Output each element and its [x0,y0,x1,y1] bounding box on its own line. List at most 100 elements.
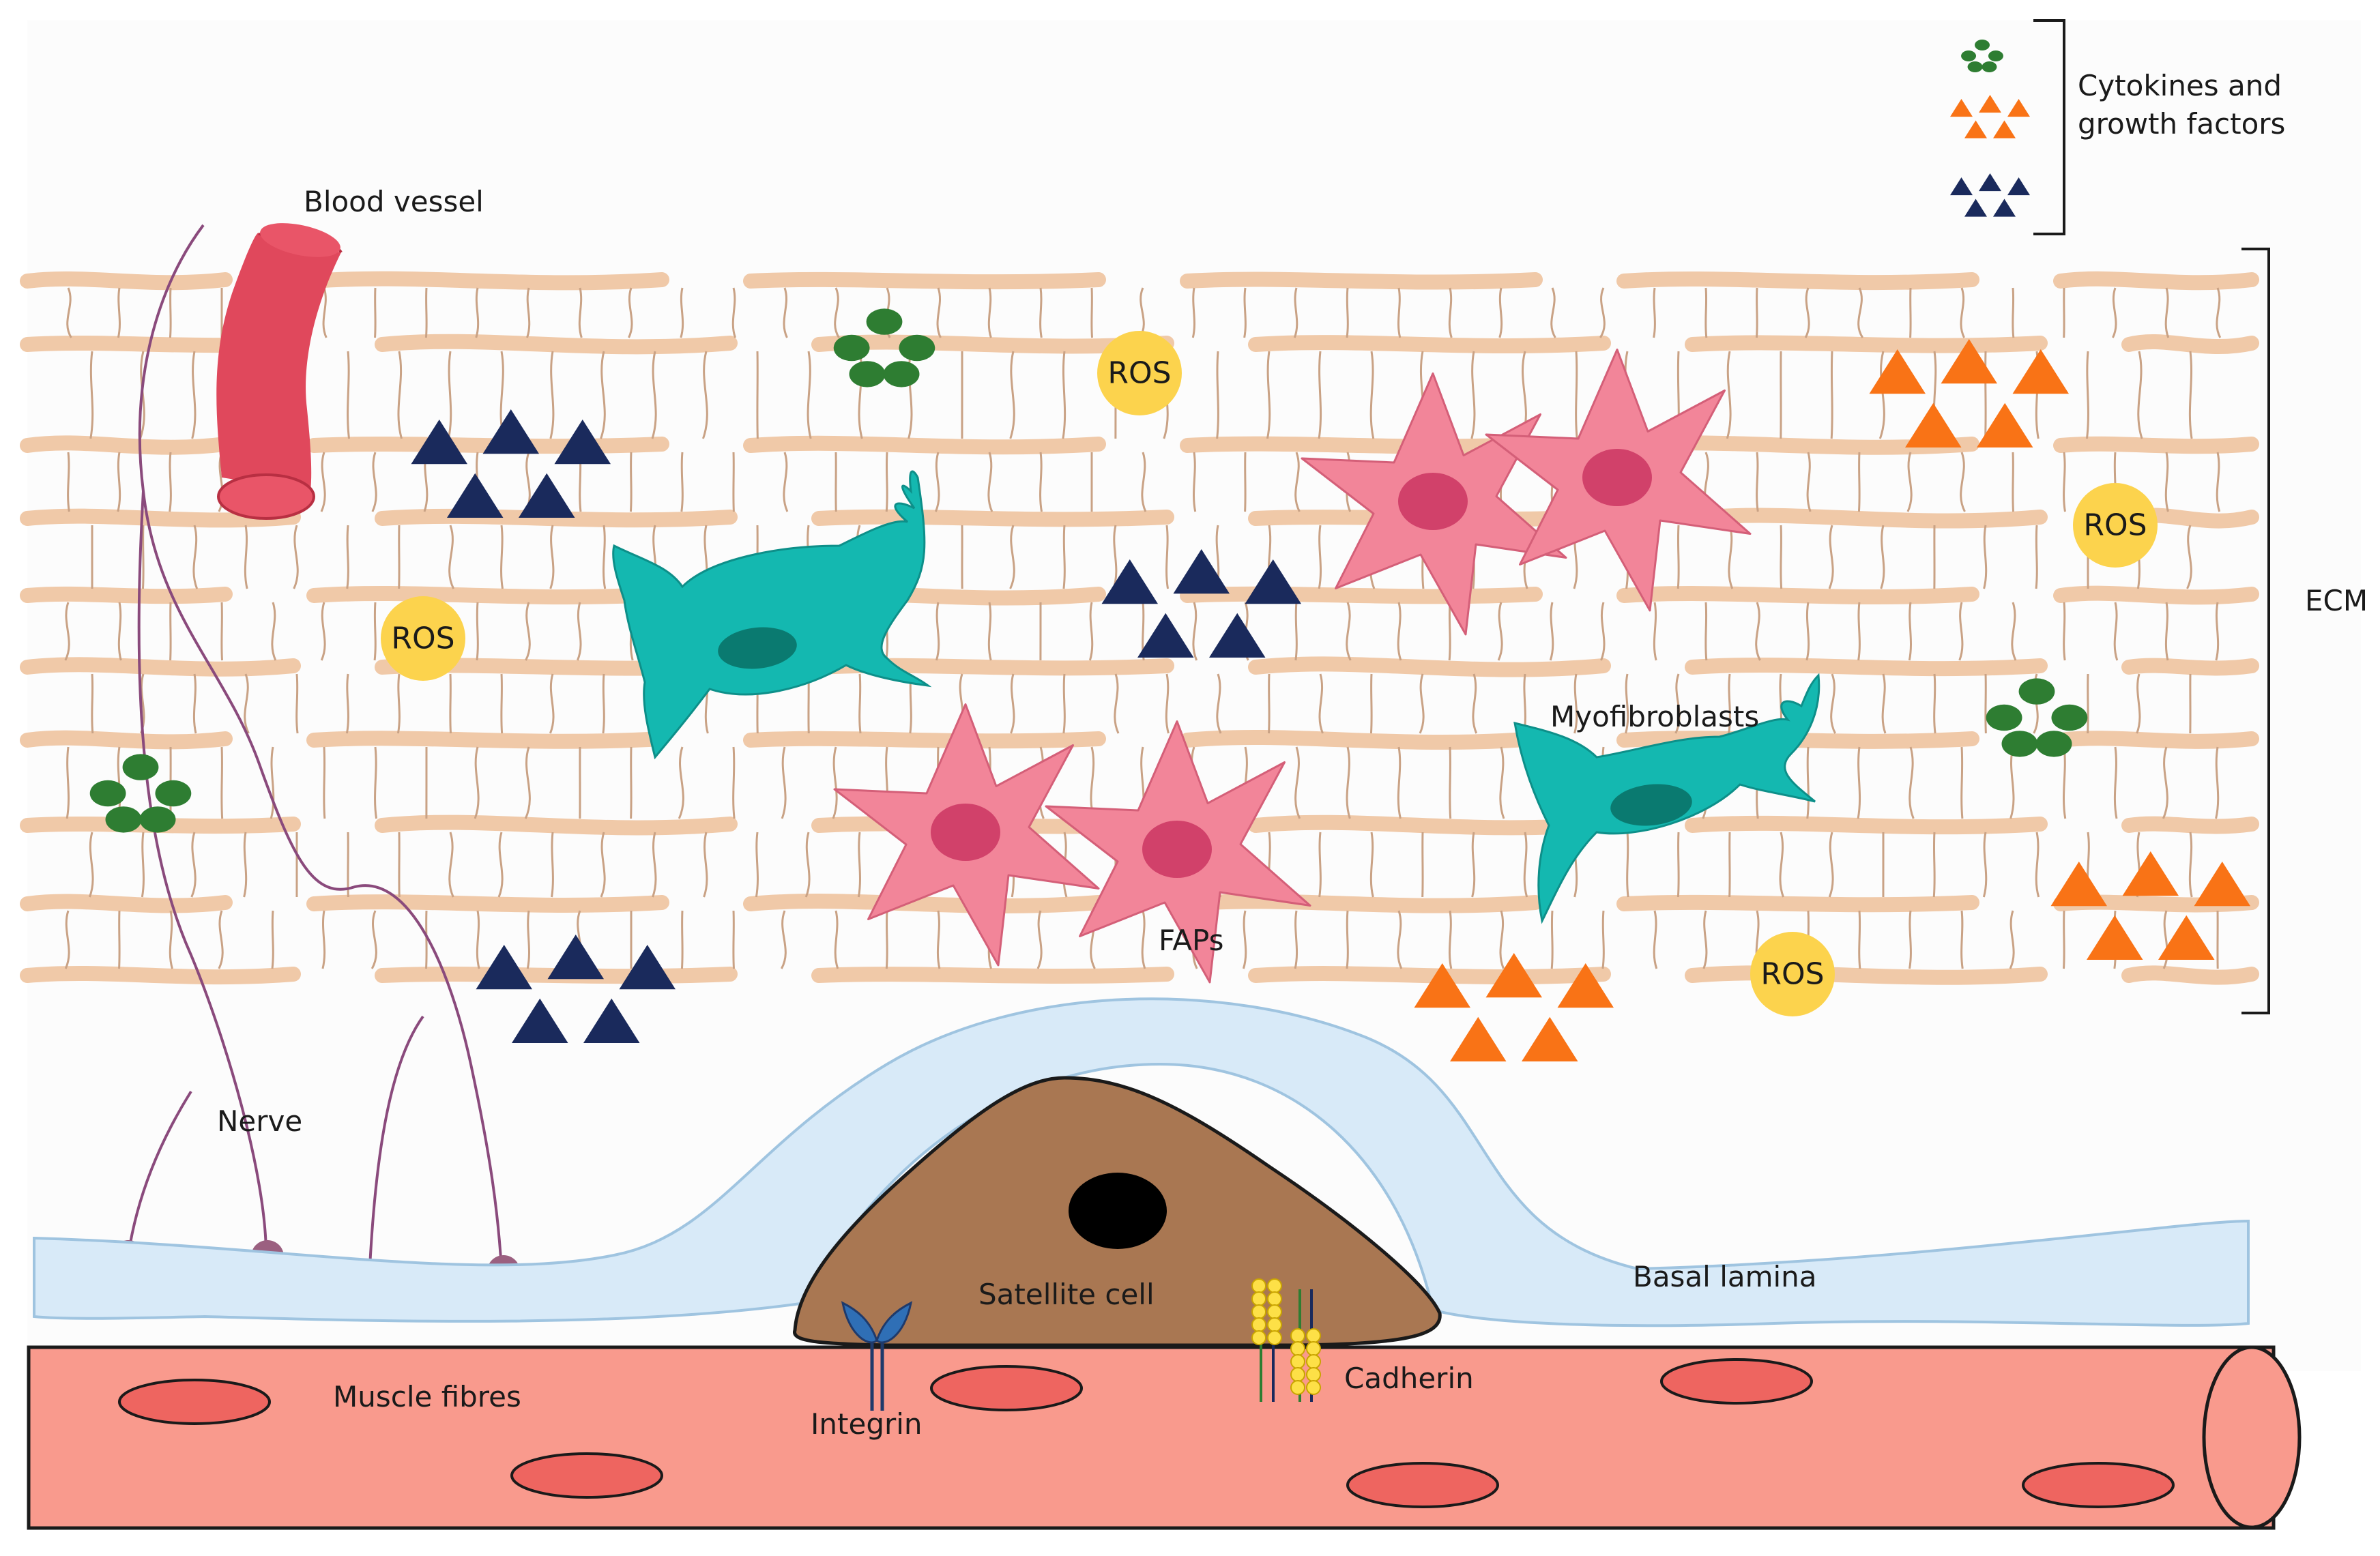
collagen-crosslink [1857,287,1864,338]
collagen-fibre [811,967,1174,984]
collagen-crosslink [67,452,70,512]
satellite-cell-label: Satellite cell [978,1278,1155,1311]
collagen-fibre [375,966,738,984]
collagen-crosslink [2063,452,2066,512]
collagen-crosslink [935,602,940,661]
collagen-crosslink [1397,910,1403,969]
collagen-crosslink [885,452,888,512]
fap-nucleus [1398,473,1468,530]
collagen-crosslink [525,602,531,661]
ros-bubble: ROS [2073,483,2158,568]
collagen-crosslink [1193,452,1197,512]
collagen-crosslink [1806,452,1812,512]
blood-vessel [216,223,343,520]
collagen-crosslink [1728,673,1731,734]
collagen-crosslink [64,910,70,969]
collagen-crosslink [1318,351,1322,439]
collagen-crosslink [652,832,657,898]
collagen-crosslink [293,525,299,589]
collagen-crosslink [1960,910,1964,969]
collagen-crosslink [1010,673,1015,734]
collagen-crosslink [1369,351,1375,439]
collagen-crosslink [1805,602,1810,661]
collagen-fibre [743,271,1106,290]
collagen-fibre [1616,271,1979,291]
nerve-label: Nerve [217,1104,302,1138]
collagen-crosslink [117,452,121,512]
collagen-crosslink [1908,602,1912,661]
collagen-fibre [1180,730,1543,750]
satellite-nucleus [1069,1173,1167,1249]
collagen-crosslink [804,832,811,898]
collagen-fibre [306,437,669,454]
collagen-fibre [20,435,233,455]
collagen-crosslink [781,746,787,819]
cadherin-bead [1306,1380,1321,1395]
cadherin-bead [1251,1291,1266,1306]
collagen-crosslink [1294,910,1298,969]
collagen-crosslink [1677,525,1680,589]
collagen-crosslink [908,351,913,439]
satellite-cell [793,1076,1442,1347]
collagen-crosslink [1141,910,1146,969]
collagen-crosslink [600,351,606,439]
collagen-crosslink [169,910,173,969]
collagen-crosslink [1878,351,1885,439]
integrin-label: Integrin [811,1407,923,1441]
collagen-crosslink [1192,602,1198,661]
collagen-fibre [1616,586,1979,605]
orange-growth-factor-cluster [2050,851,2250,960]
cadherin-bead [1267,1291,1282,1306]
collagen-crosslink [1165,673,1170,734]
blood-vessel-label: Blood vessel [304,185,484,218]
collagen-crosslink [987,602,992,661]
collagen-crosslink [1626,832,1629,898]
cadherin-bead [1306,1367,1321,1382]
collagen-crosslink [1293,287,1298,338]
fap-cell [1045,720,1311,984]
collagen-crosslink [2216,287,2222,338]
collagen-crosslink [271,602,277,661]
collagen-crosslink [526,287,531,338]
collagen-crosslink [936,287,942,338]
collagen-crosslink [320,452,326,512]
collagen-fibre [1248,335,1611,353]
collagen-crosslink [1674,673,1681,734]
collagen-crosslink [1448,910,1453,969]
collagen-crosslink [1369,832,1374,898]
collagen-crosslink [1009,525,1015,589]
collagen-crosslink [1497,602,1503,661]
collagen-crosslink [295,673,299,734]
collagen-crosslink [701,351,708,439]
collagen-crosslink [1062,351,1066,439]
collagen-crosslink [190,832,197,898]
collagen-crosslink [89,351,94,439]
collagen-crosslink [1471,832,1476,898]
collagen-fibre [2053,436,2259,454]
collagen-crosslink [244,673,250,734]
collagen-crosslink [1369,673,1373,734]
collagen-fibre [20,894,233,913]
green-cytokine-cluster [89,754,192,833]
legend-label-line1: Cytokines and [2078,69,2282,102]
collagen-crosslink [1806,746,1810,819]
collagen-crosslink [703,832,708,898]
collagen-crosslink [1828,832,1834,898]
faps-group [833,349,1752,984]
collagen-crosslink [651,351,657,439]
collagen-crosslink [371,910,377,969]
collagen-crosslink [1828,525,1834,589]
collagen-crosslink [1573,673,1578,734]
collagen-fibre [743,894,1106,913]
orange-growth-factor-cluster [1414,953,1614,1061]
collagen-crosslink [1653,910,1658,969]
collagen-crosslink [2035,832,2040,898]
collagen-crosslink [1857,746,1861,819]
collagen-crosslink [1599,287,1606,338]
collagen-crosslink [936,910,941,969]
cadherin-bead [1267,1304,1282,1319]
collagen-crosslink [1983,525,1988,589]
collagen-crosslink [66,287,72,338]
collagen-fibre [2053,271,2259,291]
collagen-crosslink [1294,452,1301,512]
